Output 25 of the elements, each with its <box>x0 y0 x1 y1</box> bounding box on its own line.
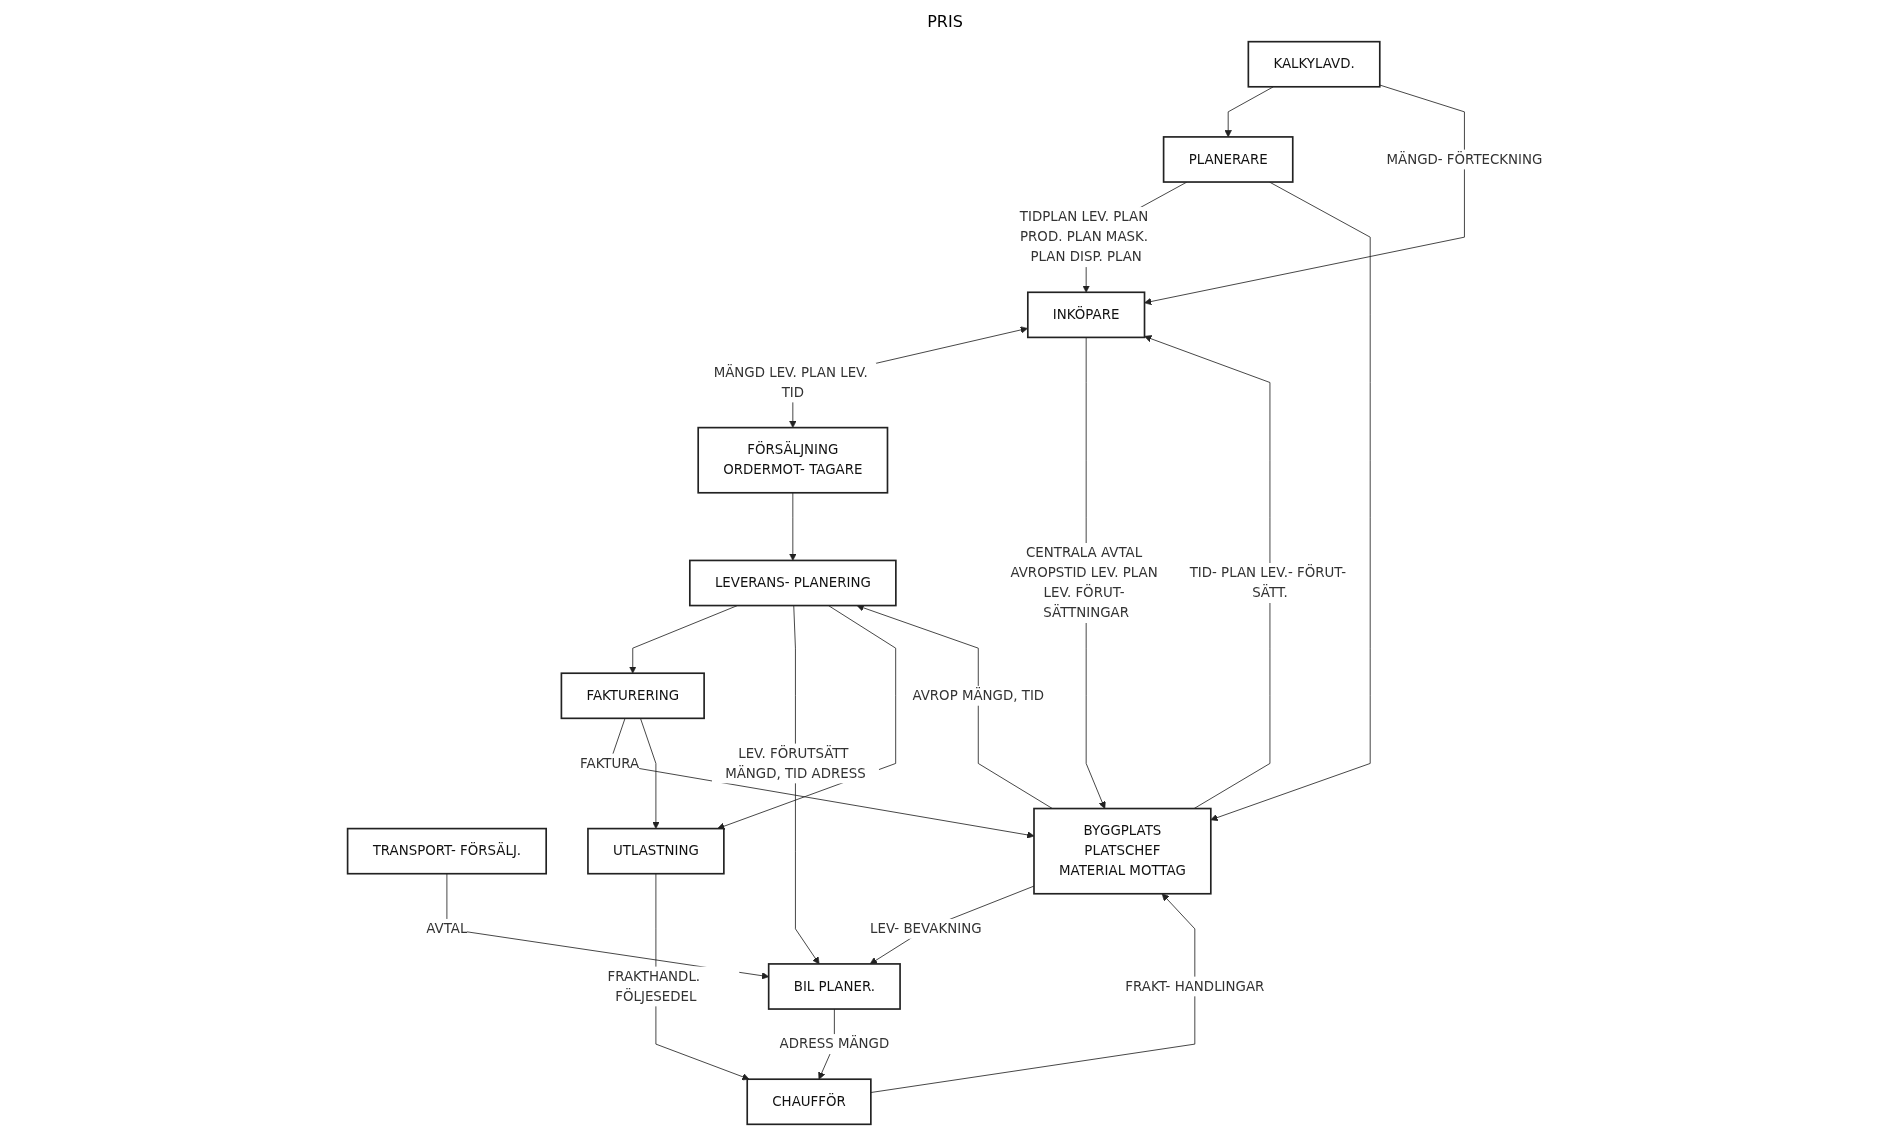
node-box: PLANERARE <box>1162 136 1294 183</box>
node-box: KALKYLAVD. <box>1247 40 1381 88</box>
edge-label: TIDPLAN LEV. PLAN PROD. PLAN MASK. PLAN DISP. PLAN <box>1019 208 1149 265</box>
node-box: INKÖPARE <box>1026 291 1146 339</box>
node-box: FÖRSÄLJNING ORDERMOT- TAGARE <box>697 426 889 494</box>
edge-label: FRAKT- HANDLINGAR <box>1125 978 1265 994</box>
edge-label: FRAKTHANDL. FÖLJESEDEL <box>607 968 701 1005</box>
edge-label: FAKTURA <box>580 755 640 771</box>
node-box: BIL PLANER. <box>767 963 901 1010</box>
node-box: CHAUFFÖR <box>746 1078 872 1126</box>
node-box: BYGGPLATS PLATSCHEF MATERIAL MOTTAG <box>1033 807 1212 895</box>
node-box: FAKTURERING <box>560 672 705 720</box>
edge-label: ADRESS MÄNGD <box>779 1035 890 1052</box>
node-box: TRANSPORT- FÖRSÄLJ. <box>346 827 547 875</box>
edge-label: AVTAL <box>426 920 468 937</box>
edge-label: LEV. FÖRUTSÄTT MÄNGD, TID ADRESS <box>725 745 866 781</box>
edge-label: LEV- BEVAKNING <box>870 920 982 937</box>
edge-label: TID- PLAN LEV.- FÖRUT- SÄTT. <box>1189 564 1346 601</box>
node-box: LEVERANS- PLANERING <box>689 559 897 607</box>
edge-label: MÄNGD LEV. PLAN LEV. TID <box>713 364 868 401</box>
edge-label: MÄNGD- FÖRTECKNING <box>1386 151 1543 167</box>
node-box: UTLASTNING <box>587 827 725 875</box>
edge-label: CENTRALA AVTAL AVROPSTID LEV. PLAN LEV. FÖRUT- SÄTTNINGAR <box>1010 544 1158 621</box>
edge-label: AVROP MÄNGD, TID <box>912 687 1045 704</box>
note-label: PRIS <box>927 12 963 31</box>
